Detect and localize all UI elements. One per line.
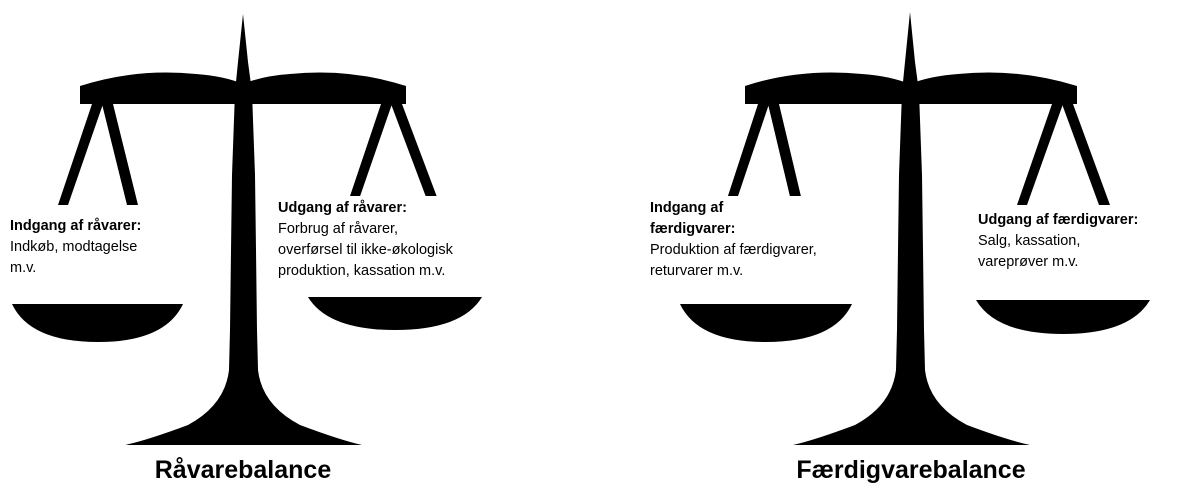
raavare-left-heading: Indgang af råvarer:: [10, 218, 142, 234]
scale-raavare-left-pan: [12, 304, 183, 342]
scale-raavare-pillar: [125, 14, 362, 445]
faerdigvare-left-heading: Indgang af færdigvarer:: [650, 200, 736, 237]
faerdigvarebalance-caption: Færdigvarebalance: [796, 456, 1026, 484]
scale-raavare: [12, 14, 482, 445]
faerdigvare-right-label: Udgang af færdigvarer: Salg, kassation, …: [978, 208, 1176, 276]
faerdigvare-right-body: Salg, kassation, vareprøver m.v.: [978, 233, 1081, 270]
scale-raavare-right-pan: [308, 297, 482, 330]
scale-faerdigvare-right-pan: [976, 300, 1150, 334]
faerdigvare-right-heading: Udgang af færdigvarer:: [978, 212, 1139, 228]
faerdigvare-left-label: Indgang af færdigvarer: Produktion af fæ…: [650, 196, 865, 285]
raavare-left-body: Indkøb, modtagelse m.v.: [10, 239, 138, 276]
raavarebalance-caption: Råvarebalance: [154, 456, 332, 484]
scale-faerdigvare-pillar: [793, 12, 1030, 445]
scale-faerdigvare-left-strings: [725, 104, 803, 205]
raavare-right-heading: Udgang af råvarer:: [278, 200, 407, 216]
scale-raavare-beam: [80, 72, 406, 104]
scale-faerdigvare-beam: [745, 72, 1077, 104]
faerdigvare-left-body: Produktion af færdigvarer, returvarer m.…: [650, 242, 817, 279]
scale-raavare-left-strings: [58, 104, 138, 205]
raavare-left-label: Indgang af råvarer: Indkøb, modtagelse m…: [10, 214, 188, 282]
raavare-right-body: Forbrug af råvarer, overførsel til ikke-…: [278, 221, 453, 279]
raavare-right-label: Udgang af råvarer: Forbrug af råvarer, o…: [278, 196, 498, 285]
scale-raavare-right-strings: [347, 104, 440, 205]
scale-faerdigvare-left-pan: [680, 304, 852, 342]
scale-faerdigvare-right-strings: [1017, 104, 1110, 205]
scale-faerdigvare: [680, 12, 1150, 445]
